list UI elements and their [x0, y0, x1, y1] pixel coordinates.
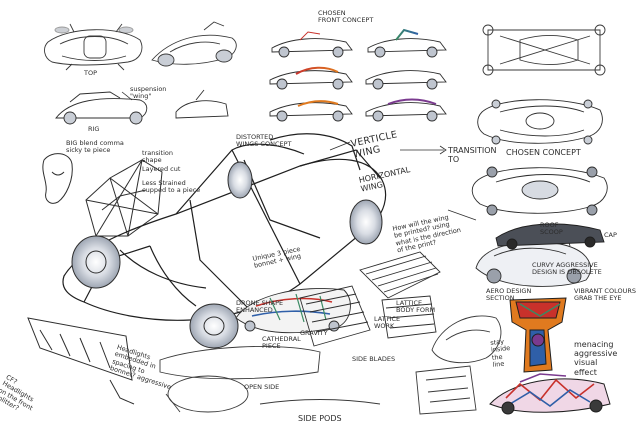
note-front-concept: CHOSEN FRONT CONCEPT	[318, 9, 374, 25]
note-aero: AERO DESIGN SECTION	[486, 287, 532, 303]
note-seat-1: transition shape	[142, 149, 173, 165]
note-vibrant: VIBRANT COLOURS GRAB THE EYE	[574, 287, 636, 303]
note-hand-grip: BIG blend comma sicky te piece	[66, 139, 124, 155]
note-stay-inside: stay inside the line	[489, 337, 511, 370]
note-suspension-wing: suspension "wing"	[130, 85, 167, 101]
note-side-blades: SIDE BLADES	[352, 355, 396, 363]
sketch-chosen-top	[477, 99, 603, 145]
sketch-arrows	[121, 91, 477, 221]
sketch-hand-grip	[42, 153, 73, 204]
note-roof-scoop: ROOF SCOOP	[540, 221, 563, 237]
note-curvy-aggressive: CURVY AGGRESSIVE DESIGN IS OBSOLETE	[532, 261, 602, 277]
note-chosen-concept: CHOSEN CONCEPT	[506, 148, 581, 157]
sketch-seat-lattice	[85, 159, 163, 237]
sketch-front-splitter	[27, 317, 135, 405]
sketch-dark-car	[495, 223, 605, 250]
sketch-chassis-top	[482, 24, 606, 76]
note-cathedral: CATHEDRAL PIECE	[262, 335, 301, 351]
note-gravity: GRAVITY	[300, 329, 328, 337]
sketch-lattice-wings	[299, 251, 441, 347]
note-top: TOP	[84, 69, 98, 77]
note-seat-2: Layered cut	[142, 165, 181, 173]
note-transition-to: TRANSITION TO	[448, 146, 497, 165]
note-seat-3: Less Strained cupped to a piece	[142, 179, 201, 195]
note-side-pods: SIDE PODS	[298, 414, 342, 423]
sketch-main-car-wheels	[71, 161, 383, 349]
sketch-vibrant-render-bottom	[489, 373, 611, 415]
note-lattice: LATTICE WORK	[374, 315, 401, 331]
sketch-top-view	[44, 23, 143, 71]
note-lattice-body: LATTICE BODY FORM	[396, 299, 436, 315]
note-cap: CAP	[604, 231, 617, 239]
note-rig: RIG	[88, 125, 100, 133]
sketch-profile-row-3	[269, 98, 447, 122]
sketch-vibrant-render-top	[509, 297, 567, 373]
sketch-bottom-outlines	[159, 315, 502, 415]
note-open-side: OPEN SIDE	[244, 383, 280, 391]
sketch-profile-row-1	[271, 28, 447, 58]
sketch-profile-row-2	[269, 66, 447, 90]
sketch-three-quarter-1	[151, 21, 237, 67]
sketch-chosen-top-2	[471, 166, 608, 216]
sketch-colored-concept	[235, 288, 351, 334]
sketch-curvy-design	[475, 225, 591, 287]
note-distorted-wings: DISTORTED WINGS CONCEPT	[236, 133, 292, 149]
note-menacing: menacing aggressive visual effect	[574, 340, 618, 377]
sketch-suspension-wing	[55, 89, 229, 125]
note-drone: DRONE SHAPE ENHANCED	[236, 299, 284, 315]
